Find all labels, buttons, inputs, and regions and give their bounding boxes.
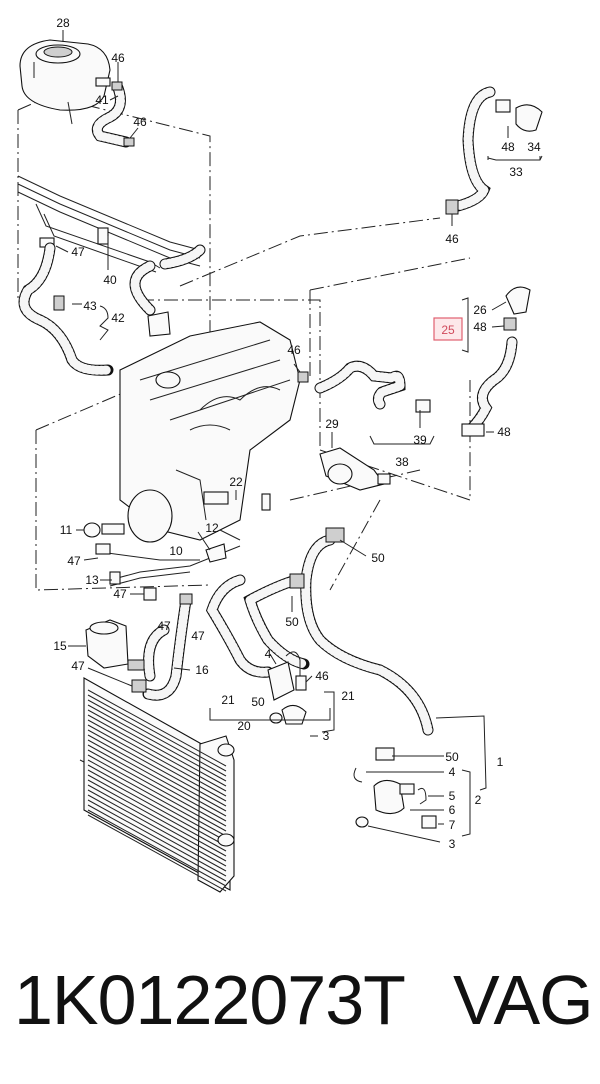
radiator-fin xyxy=(87,769,227,847)
flange-29 xyxy=(319,447,391,491)
callout-22[interactable]: 22 xyxy=(229,475,243,489)
radiator-fin xyxy=(87,724,227,802)
callout-5[interactable]: 5 xyxy=(449,789,456,803)
callout-21[interactable]: 21 xyxy=(221,693,235,707)
leader-lines xyxy=(55,30,543,843)
callout-labels: 28 46 41 46 47 40 43 42 46 48 34 33 46 2… xyxy=(53,16,541,851)
callout-41[interactable]: 41 xyxy=(95,93,109,107)
hose-50 xyxy=(205,527,434,736)
callout-2[interactable]: 2 xyxy=(475,793,482,807)
radiator-fin xyxy=(87,809,227,887)
hose-16 xyxy=(131,593,193,701)
radiator xyxy=(79,677,235,893)
callout-6[interactable]: 6 xyxy=(449,803,456,817)
radiator-fin xyxy=(87,799,227,877)
highlight-box-25 xyxy=(433,317,463,341)
callout-48[interactable]: 48 xyxy=(497,425,511,439)
callout-29[interactable]: 29 xyxy=(325,417,339,431)
callout-25[interactable]: 25 xyxy=(441,323,455,337)
callout-40[interactable]: 40 xyxy=(103,273,117,287)
hose-41 xyxy=(91,81,135,148)
radiator-fin xyxy=(87,699,227,777)
callout-15[interactable]: 15 xyxy=(53,639,67,653)
callout-48[interactable]: 48 xyxy=(501,140,515,154)
callout-46[interactable]: 46 xyxy=(445,232,459,246)
reservoir-15 xyxy=(85,619,145,671)
assembly-guide-lines xyxy=(17,95,471,591)
callout-50[interactable]: 50 xyxy=(285,615,299,629)
radiator-fin xyxy=(87,744,227,822)
radiator-fin xyxy=(87,714,227,792)
expansion-tank xyxy=(19,39,111,125)
radiator-fin xyxy=(87,739,227,817)
callout-16[interactable]: 16 xyxy=(195,663,209,677)
callout-12[interactable]: 12 xyxy=(205,521,219,535)
coupling-group-1 xyxy=(353,747,437,829)
brand-name: VAG xyxy=(453,961,594,1039)
callout-1[interactable]: 1 xyxy=(497,755,504,769)
radiator-fin xyxy=(87,754,227,832)
callout-10[interactable]: 10 xyxy=(169,544,183,558)
callout-28[interactable]: 28 xyxy=(56,16,70,30)
radiator-fin xyxy=(87,764,227,842)
engine-block xyxy=(119,321,301,543)
radiator-fin xyxy=(87,779,227,857)
callout-21[interactable]: 21 xyxy=(341,689,355,703)
callout-47[interactable]: 47 xyxy=(71,659,85,673)
hose-38 xyxy=(297,360,431,413)
thermostat-group xyxy=(209,651,331,725)
callout-4[interactable]: 4 xyxy=(449,765,456,779)
callout-38[interactable]: 38 xyxy=(395,455,409,469)
callout-47[interactable]: 47 xyxy=(67,554,81,568)
radiator-fin xyxy=(87,814,227,892)
radiator-fin xyxy=(87,704,227,782)
radiator-fin xyxy=(87,689,227,767)
callout-46[interactable]: 46 xyxy=(315,669,329,683)
radiator-fin xyxy=(87,709,227,787)
radiator-fin xyxy=(87,694,227,772)
callout-33[interactable]: 33 xyxy=(509,165,523,179)
lower-pipe-assembly xyxy=(83,522,241,601)
radiator-fin xyxy=(87,734,227,812)
callout-3[interactable]: 3 xyxy=(323,729,330,743)
callout-43[interactable]: 43 xyxy=(83,299,97,313)
callout-11[interactable]: 11 xyxy=(60,523,73,537)
radiator-fin xyxy=(87,784,227,862)
radiator-fin xyxy=(87,749,227,827)
part-number: 1K0122073T xyxy=(14,961,406,1039)
callout-46[interactable]: 46 xyxy=(287,343,301,357)
callout-47[interactable]: 47 xyxy=(71,245,85,259)
radiator-fin xyxy=(87,804,227,882)
callout-46[interactable]: 46 xyxy=(111,51,125,65)
callout-39[interactable]: 39 xyxy=(413,433,427,447)
radiator-fin xyxy=(87,759,227,837)
callout-50[interactable]: 50 xyxy=(445,750,459,764)
callout-42[interactable]: 42 xyxy=(111,311,125,325)
callout-13[interactable]: 13 xyxy=(85,573,99,587)
callout-47[interactable]: 47 xyxy=(191,629,205,643)
callout-7[interactable]: 7 xyxy=(449,818,456,832)
callout-47[interactable]: 47 xyxy=(113,587,127,601)
hose-42 xyxy=(18,242,206,376)
callout-50[interactable]: 50 xyxy=(371,551,385,565)
callout-47[interactable]: 47 xyxy=(157,619,171,633)
callout-26[interactable]: 26 xyxy=(473,303,487,317)
callout-20[interactable]: 20 xyxy=(237,719,251,733)
callout-46[interactable]: 46 xyxy=(133,115,147,129)
callout-34[interactable]: 34 xyxy=(527,140,541,154)
callout-50[interactable]: 50 xyxy=(251,695,265,709)
callout-3[interactable]: 3 xyxy=(449,837,456,851)
radiator-fin xyxy=(87,789,227,867)
radiator-fin xyxy=(87,774,227,852)
callout-48[interactable]: 48 xyxy=(473,320,487,334)
radiator-fin xyxy=(87,719,227,797)
hose-25 xyxy=(461,286,531,437)
callout-4[interactable]: 4 xyxy=(265,647,272,661)
radiator-fin xyxy=(87,729,227,807)
radiator-fin xyxy=(87,794,227,872)
hose-33 xyxy=(445,86,543,215)
